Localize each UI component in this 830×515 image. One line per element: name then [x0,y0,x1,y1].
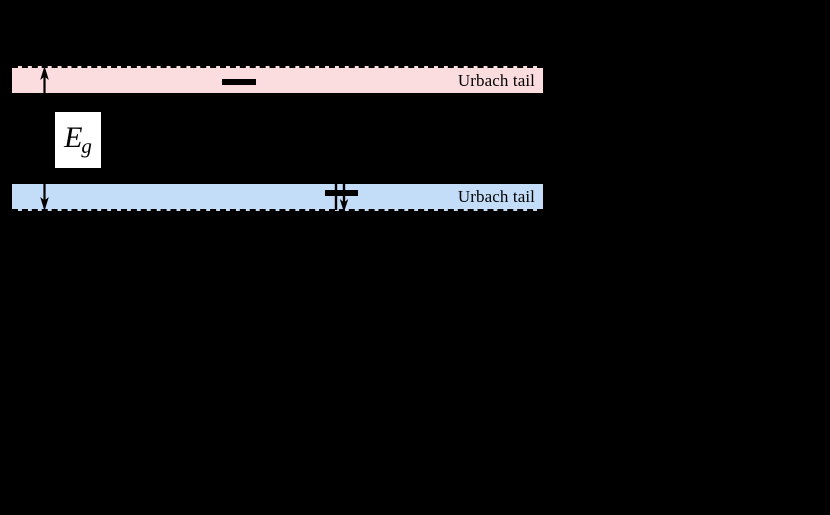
valence-band: Urbach tail [12,184,543,211]
electron-level-bar [222,79,256,85]
band-gap-label-text: Eg [64,120,92,159]
transition-down-arrow-icon [334,178,349,212]
valence-band-urbach-tail-label: Urbach tail [457,186,535,206]
band-gap-subscript: g [81,134,92,159]
hole-level-bar [325,190,358,196]
band-gap-double-arrow-icon [40,66,49,211]
conduction-band: Urbach tail [12,66,543,93]
band-gap-symbol: E [64,120,83,154]
band-gap-label-box: Eg [55,112,101,168]
conduction-band-urbach-tail-label: Urbach tail [457,70,535,90]
